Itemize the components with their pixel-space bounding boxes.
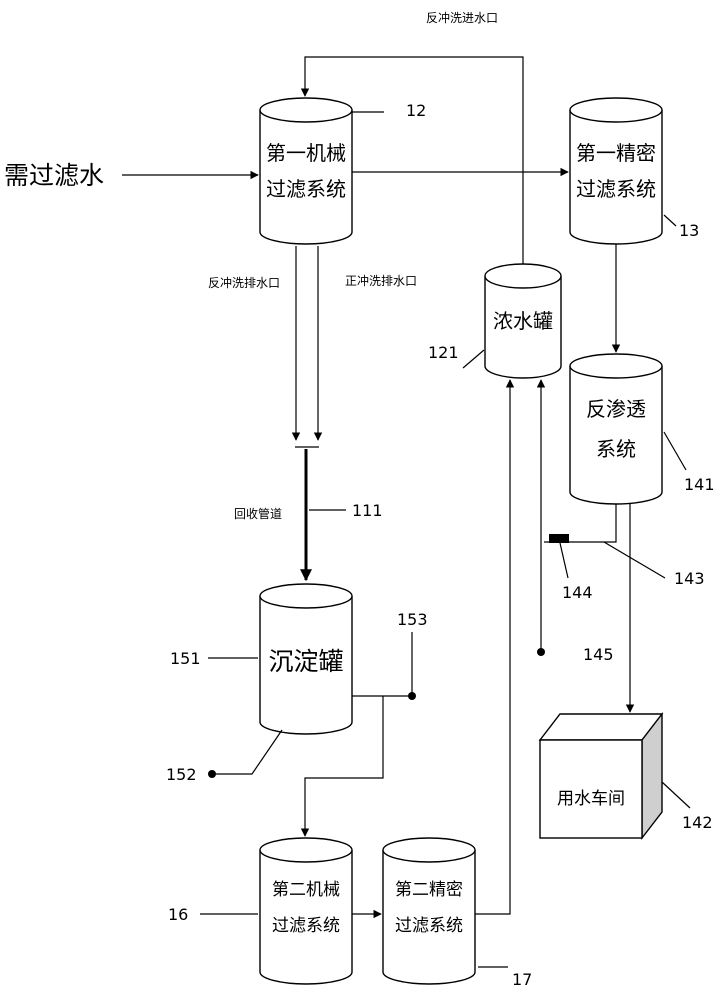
leader-142 (661, 781, 691, 809)
recovery-pipe-label: 回收管道 (234, 506, 282, 521)
tank-label-line1: 第一机械 (266, 141, 346, 165)
flow-arrow-sediment-to-mf2 (300, 696, 384, 837)
tank-label: 浓水罐 (493, 309, 553, 333)
workshop-label: 用水车间 (557, 789, 625, 809)
number-142: 142 (682, 813, 713, 832)
outlet-153-dot (408, 692, 416, 700)
tank-label-line1: 第二机械 (272, 880, 340, 900)
number-152: 152 (166, 765, 197, 784)
number-151: 151 (170, 649, 201, 668)
tank-label-line1: 反渗透 (586, 397, 646, 421)
tank-precision-filter-2: 第二精密 过滤系统 (382, 837, 476, 985)
number-143: 143 (674, 569, 705, 588)
tank-reverse-osmosis: 反渗透 系统 (569, 353, 663, 505)
forward-drain-label: 正冲洗排水口 (345, 273, 417, 288)
number-144: 144 (562, 583, 593, 602)
number-111: 111 (352, 501, 383, 520)
number-12: 12 (406, 101, 426, 120)
number-145: 145 (583, 645, 614, 664)
outlet-145-dot (537, 648, 545, 656)
leader-152 (212, 729, 283, 775)
tank-label-line2: 过滤系统 (395, 916, 463, 936)
tank-mech-filter-1: 第一机械 过滤系统 (259, 97, 353, 245)
tank-label-line2: 过滤系统 (266, 177, 346, 201)
flow-arrow-pf2-to-concentrate (475, 379, 515, 915)
number-153: 153 (397, 610, 428, 629)
input-label: 需过滤水 (4, 161, 104, 190)
backwash-inlet-pipe (300, 56, 524, 264)
leader-143 (603, 541, 666, 579)
tank-concentrate: 浓水罐 (484, 263, 562, 379)
tank-label-line2: 过滤系统 (272, 916, 340, 936)
number-141: 141 (684, 475, 715, 494)
outlet-152-dot (208, 770, 216, 778)
tank-label-line2: 过滤系统 (576, 177, 656, 201)
tank-mech-filter-2: 第二机械 过滤系统 (259, 837, 353, 985)
number-13: 13 (679, 221, 699, 240)
water-workshop-box: 用水车间 (538, 711, 664, 841)
valve-144 (549, 534, 569, 543)
leader-13 (663, 214, 677, 227)
number-17: 17 (512, 970, 532, 989)
leader-141 (663, 431, 687, 471)
number-121: 121 (428, 343, 459, 362)
tank-sedimentation: 沉淀罐 (259, 583, 353, 735)
number-16: 16 (168, 905, 188, 924)
tank-label-line1: 第一精密 (576, 141, 656, 165)
backwash-drain-label: 反冲洗排水口 (208, 275, 280, 290)
tank-label-line2: 系统 (596, 437, 636, 461)
tank-precision-filter-1: 第一精密 过滤系统 (569, 97, 663, 245)
tank-label-line1: 第二精密 (395, 880, 463, 900)
leader-121 (462, 349, 485, 369)
tank-label: 沉淀罐 (268, 647, 343, 676)
backwash-inlet-label: 反冲洗进水口 (426, 10, 498, 25)
leader-144 (559, 542, 569, 579)
